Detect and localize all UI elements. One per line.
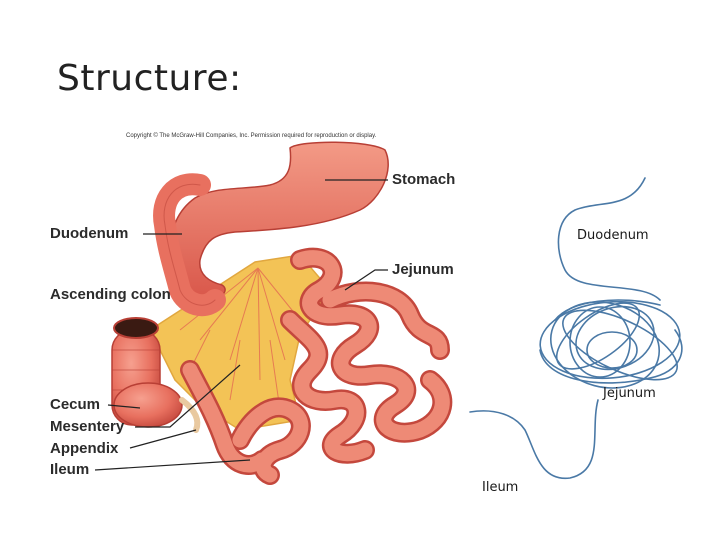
- sketch-duodenum-line: [557, 177, 661, 301]
- sketch-label-ileum: Ileum: [482, 480, 519, 495]
- leader-jejunum: [344, 269, 388, 291]
- label-duodenum: Duodenum: [50, 225, 129, 242]
- sketch-label-jejunum: Jejunum: [603, 386, 656, 401]
- leader-ileum: [94, 459, 251, 471]
- figure-copyright: Copyright © The McGraw-Hill Companies, I…: [126, 133, 377, 139]
- leader-cecum: [107, 404, 141, 409]
- appendix-shape: [179, 397, 201, 433]
- sketch-jejunum-coil: [539, 299, 683, 389]
- leader-mesentery: [135, 364, 241, 428]
- label-ascending-colon: Ascending colon: [50, 286, 171, 303]
- sketch-label-duodenum: Duodenum: [577, 228, 649, 243]
- label-mesentery: Mesentery: [50, 418, 125, 435]
- sketch-drawing: [469, 177, 683, 479]
- small-intestine-coils: [180, 247, 453, 485]
- label-ileum: Ileum: [50, 461, 90, 478]
- label-stomach: Stomach: [392, 171, 456, 188]
- sketch-ileum-line: [469, 399, 599, 479]
- slide-title: Structure:: [57, 58, 242, 99]
- label-appendix: Appendix: [50, 440, 119, 457]
- label-jejunum: Jejunum: [392, 261, 454, 278]
- leader-lines: [94, 179, 388, 471]
- colon-opening: [113, 317, 159, 339]
- leader-appendix: [129, 429, 197, 449]
- label-cecum: Cecum: [50, 396, 101, 413]
